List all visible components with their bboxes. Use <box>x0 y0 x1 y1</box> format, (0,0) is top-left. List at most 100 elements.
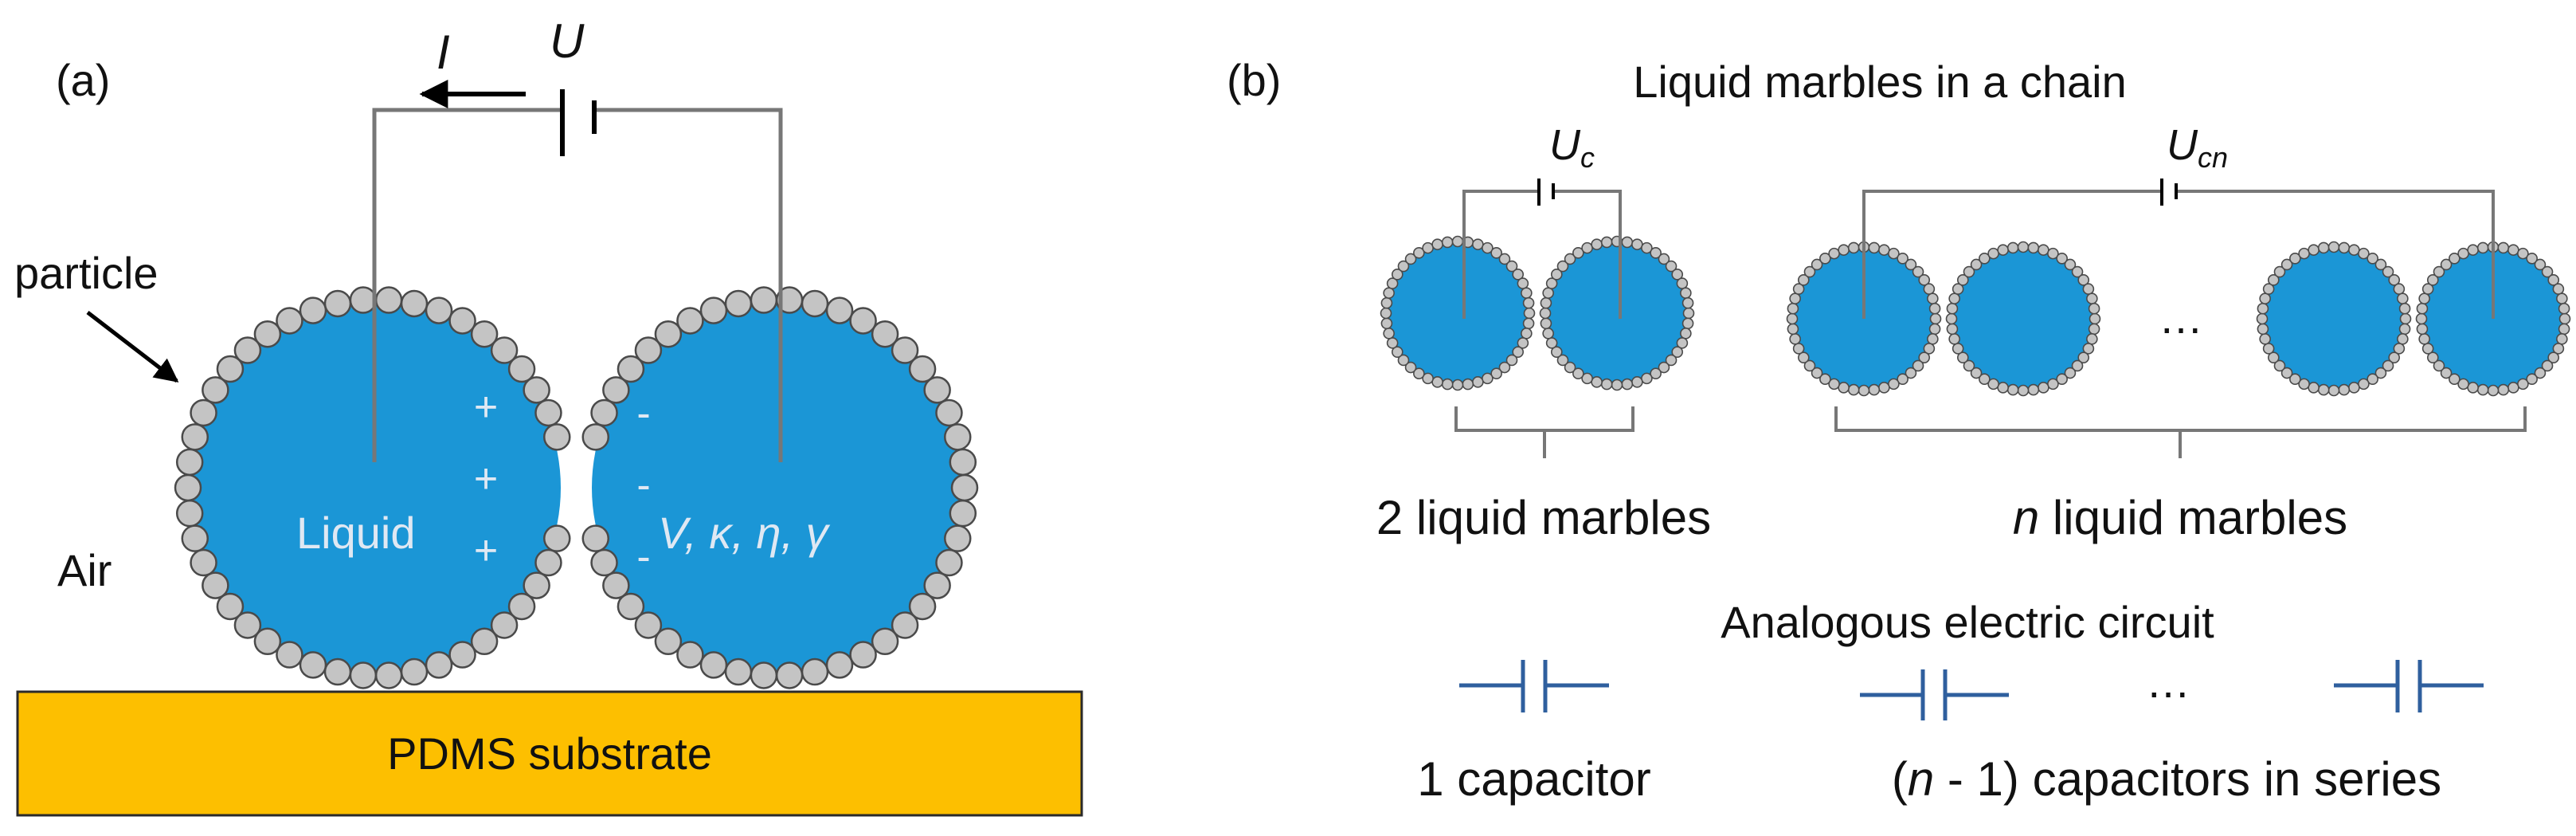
particle <box>1956 274 1969 286</box>
marbles-b <box>1388 243 2563 389</box>
particle <box>750 661 778 689</box>
wire-two-left <box>1462 190 1539 319</box>
particle <box>1404 361 1417 374</box>
particle <box>181 524 209 552</box>
particle <box>1564 253 1576 265</box>
particle <box>2047 378 2059 391</box>
particle <box>1945 312 1958 325</box>
particle <box>1847 241 1860 254</box>
particle <box>2507 244 2519 256</box>
particle <box>801 657 829 686</box>
particle <box>2348 244 2360 256</box>
particle <box>299 296 327 324</box>
particle <box>448 307 476 335</box>
particle <box>1847 383 1860 396</box>
particle <box>1391 346 1403 358</box>
particle <box>801 289 829 318</box>
substrate-label: PDMS substrate <box>387 728 712 779</box>
particle <box>676 307 704 335</box>
particle <box>1888 378 1900 391</box>
particle <box>2056 373 2068 386</box>
particle <box>1386 277 1399 289</box>
panel-a-label: (a) <box>56 55 110 105</box>
particle <box>1787 302 1799 315</box>
particle <box>2308 244 2320 256</box>
battery-icon-n <box>2160 179 2178 206</box>
particle <box>2289 373 2301 386</box>
particle <box>216 355 245 383</box>
particle <box>2257 323 2269 336</box>
particle <box>1397 354 1410 367</box>
particle <box>2534 258 2547 271</box>
particle <box>2547 351 2560 363</box>
particle <box>2507 382 2519 394</box>
particle <box>1952 283 1964 295</box>
particle <box>1641 241 1653 254</box>
particle <box>1948 292 1960 304</box>
particle <box>2421 343 2434 355</box>
particle <box>1803 359 1816 372</box>
particle <box>1929 312 1942 325</box>
particle <box>944 524 972 552</box>
particle <box>724 657 753 686</box>
particle <box>1391 269 1403 281</box>
particle <box>1505 260 1518 273</box>
particle <box>299 651 327 679</box>
particle <box>2416 323 2429 336</box>
particle <box>2017 241 2030 253</box>
particle <box>923 571 951 599</box>
particle <box>2027 383 2040 396</box>
particle <box>1451 235 1464 248</box>
particle <box>2467 382 2479 394</box>
particle <box>1572 367 1584 380</box>
particle <box>276 307 303 335</box>
particle <box>1512 269 1525 281</box>
particle <box>2556 292 2568 304</box>
particle <box>2259 292 2271 304</box>
particle <box>1987 247 1999 260</box>
particle <box>1838 244 1850 256</box>
particle <box>1897 373 1909 386</box>
particle <box>1542 287 1554 299</box>
particle <box>374 661 403 689</box>
particle <box>425 296 453 324</box>
particle <box>216 592 245 621</box>
particle <box>699 651 728 679</box>
particle <box>1581 372 1593 385</box>
particle <box>590 398 618 427</box>
wire-right <box>594 108 783 462</box>
particle <box>1422 241 1434 254</box>
particle <box>1517 337 1529 349</box>
particle <box>1681 296 1694 309</box>
particle <box>2497 383 2510 396</box>
particle <box>2082 283 2095 295</box>
particle <box>949 448 977 477</box>
particle <box>1997 244 2009 256</box>
panel-b: (b) Liquid marbles in a chain <box>1227 55 2571 806</box>
particle <box>1970 367 1983 379</box>
particle <box>891 611 919 639</box>
particle <box>1482 372 1494 385</box>
particle <box>2082 343 2095 355</box>
particle <box>1787 323 1799 336</box>
particle <box>202 376 229 404</box>
particle-shell-b <box>1380 235 2571 397</box>
particle <box>490 336 519 364</box>
chain-ellipsis: … <box>2159 292 2203 343</box>
particle <box>2006 383 2019 396</box>
particle <box>470 320 499 348</box>
two-marbles-label: 2 liquid marbles <box>1376 491 1711 544</box>
particle <box>2327 241 2340 253</box>
particle <box>825 296 854 324</box>
particle <box>602 376 630 404</box>
particle <box>2017 384 2030 397</box>
charge-minus-2: - <box>636 462 650 508</box>
particle <box>2289 252 2301 265</box>
particle <box>2077 274 2090 286</box>
particle <box>871 627 899 656</box>
particle <box>2558 323 2570 336</box>
particle <box>1522 296 1535 309</box>
particle <box>175 448 204 477</box>
liquid-label: Liquid <box>296 508 415 558</box>
particle <box>2541 359 2554 372</box>
